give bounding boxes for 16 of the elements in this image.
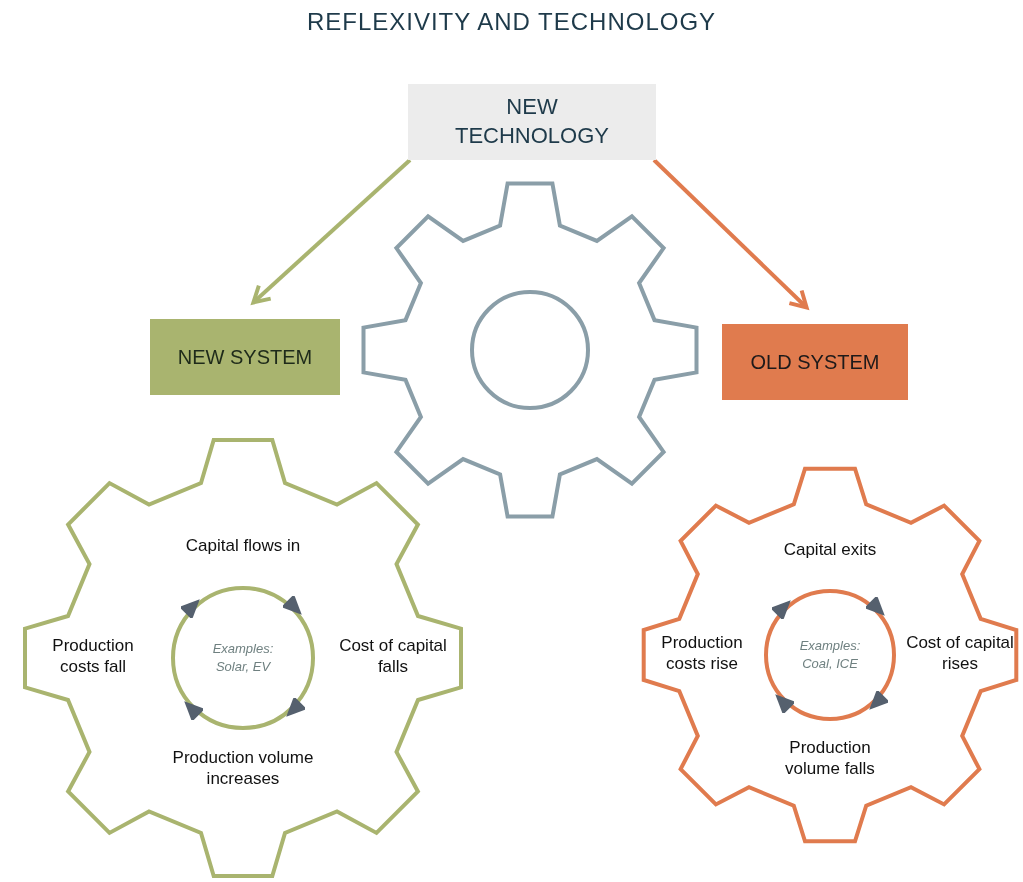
cycle-step-text: Production costs fall: [33, 634, 153, 678]
arrow: [251, 158, 412, 305]
cycle-step-text: Production volume increases: [158, 746, 328, 790]
technology-box: NEW TECHNOLOGY: [408, 84, 656, 160]
system-box: NEW SYSTEM: [150, 319, 340, 395]
cycle-step-text: Cost of capital falls: [328, 634, 458, 678]
system-box: OLD SYSTEM: [722, 324, 908, 400]
gear-outline: [21, 436, 465, 880]
cycle-step-text: Capital flows in: [173, 524, 313, 568]
cycle-step-text: Capital exits: [770, 528, 890, 572]
cycle-step-text: Production volume falls: [765, 736, 895, 780]
cycle-step-text: Production costs rise: [643, 631, 761, 675]
diagram-title: REFLEXIVITY AND TECHNOLOGY: [305, 8, 718, 36]
gear-outline: [640, 465, 1020, 845]
arrow: [652, 158, 809, 310]
cycle-step-text: Cost of capital rises: [901, 631, 1019, 675]
